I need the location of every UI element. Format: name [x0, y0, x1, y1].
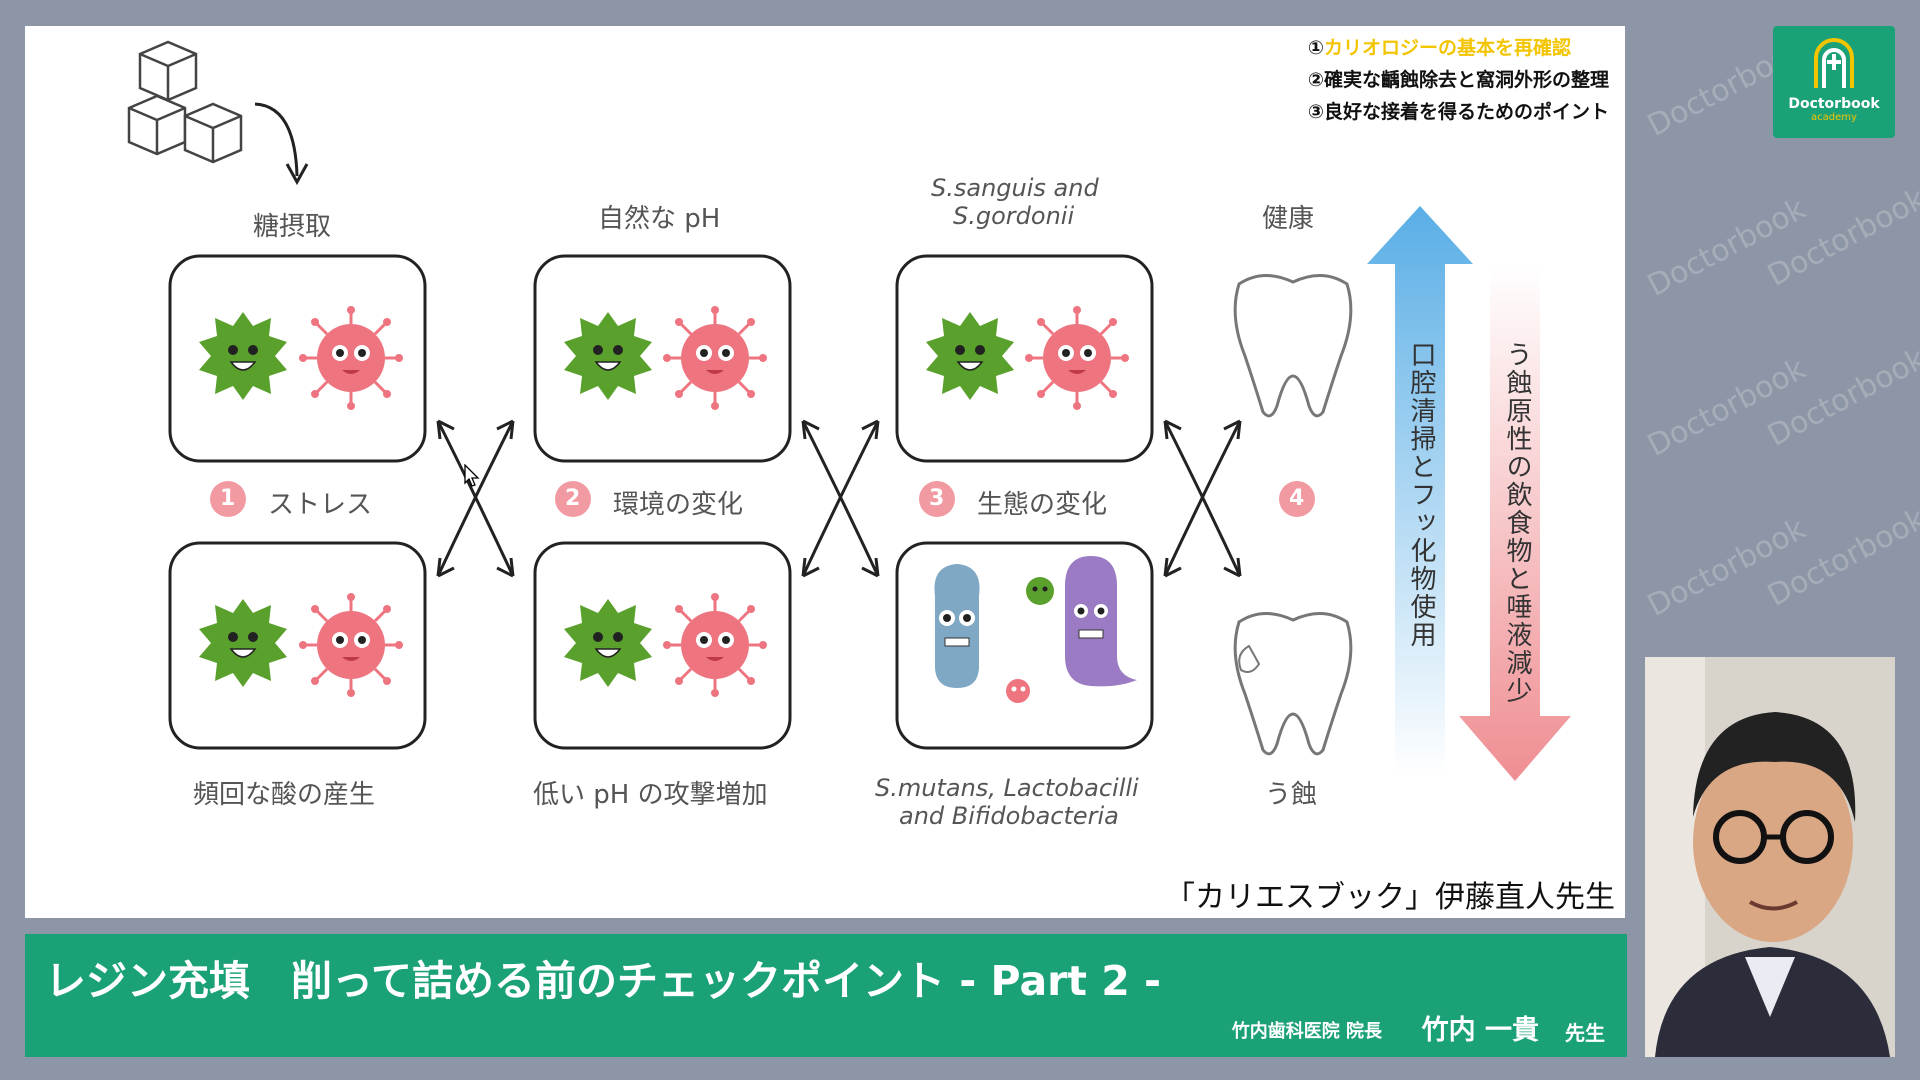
agenda-number: ①	[1307, 37, 1324, 59]
up-arrow-icon	[1367, 206, 1473, 776]
cariogenic-diet-label: う蝕原性の飲食物と唾液減少	[1502, 341, 1532, 705]
agenda-list: ①カリオロジーの基本を再確認 ②確実な齲蝕除去と窩洞外形の整理 ③良好な接着を得…	[1308, 32, 1609, 128]
label-s-mutans: S.mutans, Lactobacilli	[875, 774, 1139, 802]
stage-number: 3	[929, 486, 945, 511]
bidirectional-arrow-icon	[1163, 419, 1242, 578]
stage-number: 4	[1289, 486, 1305, 511]
stage-number-badge	[210, 481, 246, 517]
logo-subtext: academy	[1811, 112, 1857, 123]
curved-arrow-icon	[254, 102, 299, 177]
source-credit: 「カリエスブック」伊藤直人先生	[1165, 880, 1615, 915]
pink-microbe-icon	[297, 591, 405, 699]
stage-box	[533, 541, 792, 750]
doctorbook-academy-logo: Doctorbook academy	[1773, 26, 1895, 138]
logo-arch-icon	[1814, 38, 1854, 88]
down-arrow-icon	[1459, 266, 1571, 781]
pink-microbe-icon	[661, 304, 769, 412]
label-caries: う蝕	[1265, 780, 1318, 810]
presenter-honorific: 先生	[1565, 1021, 1605, 1045]
caries-diagram	[127, 40, 1571, 781]
label-frequent-acid: 頻回な酸の産生	[193, 780, 376, 810]
bidirectional-arrow-icon	[801, 419, 880, 578]
agenda-item-1: ①カリオロジーの基本を再確認	[1308, 32, 1609, 64]
stage-label: 生態の変化	[977, 490, 1108, 520]
pink-microbe-icon	[297, 304, 405, 412]
stage-number-badge	[555, 481, 591, 517]
logo-text: Doctorbook	[1788, 96, 1880, 112]
label-s-sanguis: S.sanguis and	[931, 174, 1099, 202]
sugar-cubes-icon	[127, 40, 243, 164]
agenda-item-2: ②確実な齲蝕除去と窩洞外形の整理	[1307, 69, 1609, 91]
pathogenic-bacteria-icon	[934, 556, 1137, 703]
stage-box	[895, 254, 1154, 463]
mouse-cursor-icon	[464, 464, 480, 487]
label-s-gordonii: S.gordonii	[953, 202, 1075, 230]
label-bifidobacteria: and Bifidobacteria	[899, 802, 1119, 830]
pink-microbe-icon	[661, 591, 769, 699]
presentation-slide: 1 2 3 4 ストレス 環境の変化 生態の変化 糖摂取 自然な pH S.sa…	[25, 26, 1625, 918]
stage-box	[533, 254, 792, 463]
stage-box	[168, 254, 427, 463]
stage-number-badge	[919, 481, 955, 517]
oral-hygiene-label: 口腔清掃とフッ化物使用	[1406, 341, 1436, 649]
label-low-ph: 低い pH の攻撃増加	[533, 780, 768, 810]
stage-number-badge	[1279, 481, 1315, 517]
lecture-title: レジン充填 削って詰める前のチェックポイント - Part 2 -	[45, 957, 1162, 1005]
agenda-item-3: ③良好な接着を得るためのポイント	[1307, 101, 1609, 123]
decayed-tooth-icon	[1233, 611, 1353, 756]
label-natural-ph: 自然な pH	[598, 204, 721, 234]
label-sugar-intake: 糖摂取	[253, 212, 332, 242]
stage-number: 1	[220, 486, 236, 511]
presenter-affiliation: 竹内歯科医院 院長	[1231, 1021, 1382, 1042]
label-healthy: 健康	[1262, 204, 1315, 234]
bidirectional-arrow-icon	[436, 419, 515, 578]
stage-label: ストレス	[268, 490, 373, 520]
stage-number: 2	[565, 486, 581, 511]
healthy-tooth-icon	[1233, 273, 1353, 418]
stage-label: 環境の変化	[613, 490, 744, 520]
agenda-item-1-text: カリオロジーの基本を再確認	[1324, 37, 1572, 59]
arrow-head	[285, 163, 309, 186]
lecture-title-banner: レジン充填 削って詰める前のチェックポイント - Part 2 - 竹内歯科医院…	[25, 934, 1627, 1057]
pink-microbe-icon	[1023, 304, 1131, 412]
presenter-name: 竹内 一貴	[1421, 1015, 1539, 1046]
presenter-camera-feed	[1645, 657, 1895, 1057]
stage-box	[168, 541, 427, 750]
